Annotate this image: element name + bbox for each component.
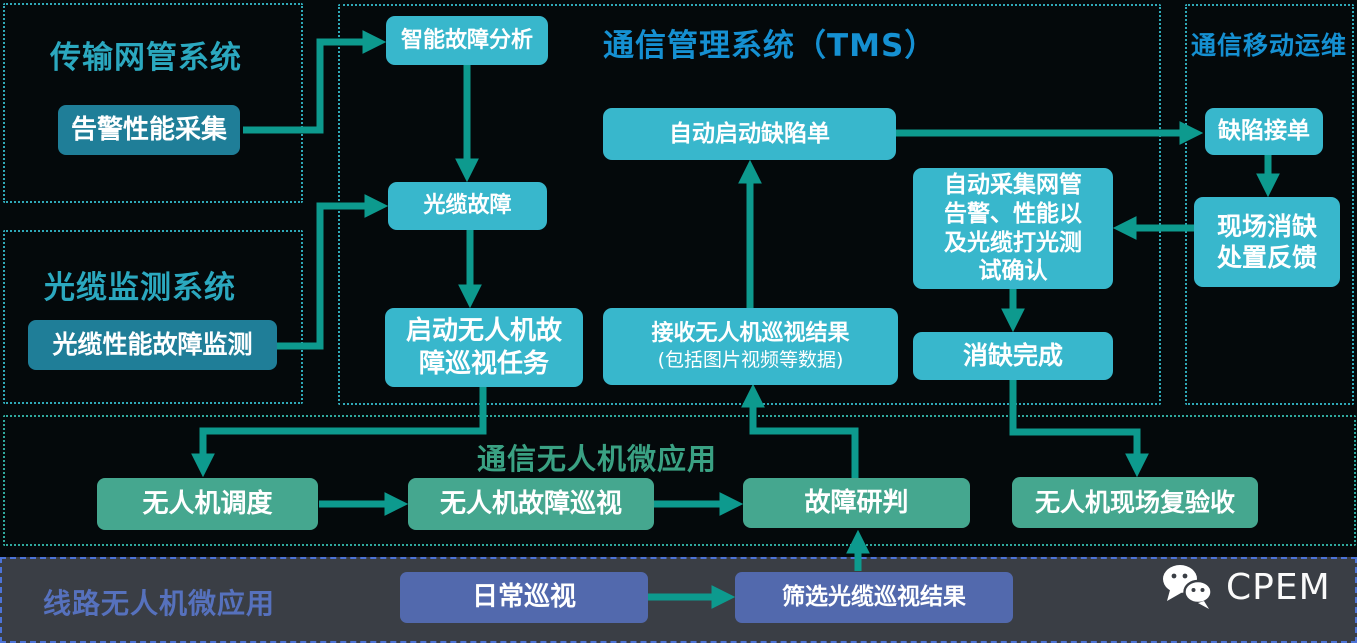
brand-text: CPEM: [1226, 566, 1331, 608]
node-cable-performance-fault-monitor: 光缆性能故障监测: [28, 320, 277, 370]
node-defect-cleared: 消缺完成: [913, 332, 1113, 380]
receive-results-title: 接收无人机巡视结果: [651, 320, 850, 346]
node-daily-patrol: 日常巡视: [400, 572, 648, 623]
node-site-clearing-feedback: 现场消缺 处置反馈: [1194, 197, 1340, 287]
node-start-drone-task: 启动无人机故 障巡视任务: [385, 308, 583, 387]
node-auto-collect-confirm: 自动采集网管 告警、性能以 及光缆打光测 试确认: [913, 168, 1113, 289]
node-alarm-performance-collect: 告警性能采集: [58, 105, 240, 155]
node-receive-patrol-results: 接收无人机巡视结果 (包括图片视频等数据): [603, 308, 898, 385]
title-drone-app: 通信无人机微应用: [477, 442, 718, 476]
node-drone-dispatch: 无人机调度: [97, 478, 318, 530]
brand-logo: CPEM: [1160, 562, 1331, 612]
node-drone-fault-patrol: 无人机故障巡视: [408, 478, 654, 530]
title-mobile-ops: 通信移动运维: [1191, 31, 1348, 60]
node-smart-fault-analysis: 智能故障分析: [386, 16, 548, 65]
node-fault-diagnosis: 故障研判: [743, 478, 970, 528]
region-drone-app: [3, 415, 1356, 546]
region-transmission-system: [3, 3, 303, 203]
receive-results-subtitle: (包括图片视频等数据): [657, 349, 844, 372]
connector-cleared-to-recheck: [1009, 380, 1149, 478]
node-drone-site-recheck: 无人机现场复验收: [1012, 477, 1258, 528]
title-tms: 通信管理系统（TMS）: [603, 28, 937, 64]
title-line-drone-app: 线路无人机微应用: [43, 587, 276, 620]
node-filter-cable-patrol-results: 筛选光缆巡视结果: [735, 572, 1013, 623]
node-cable-fault: 光缆故障: [388, 182, 547, 230]
node-accept-defect-ticket: 缺陷接单: [1205, 108, 1323, 155]
region-mobile-ops: [1185, 4, 1354, 405]
connector-monitor-to-cablefault: [275, 194, 389, 350]
wechat-icon: [1163, 565, 1213, 609]
region-cable-monitor-system: [3, 230, 303, 404]
node-auto-defect-ticket: 自动启动缺陷单: [603, 108, 896, 160]
title-cable-monitor-system: 光缆监测系统: [44, 270, 236, 306]
connector-starttask-to-dispatch: [191, 387, 487, 478]
connector-diagnosis-to-receive: [741, 383, 859, 478]
connector-alarm-to-analysis: [243, 30, 387, 134]
title-transmission-system: 传输网管系统: [50, 40, 242, 76]
